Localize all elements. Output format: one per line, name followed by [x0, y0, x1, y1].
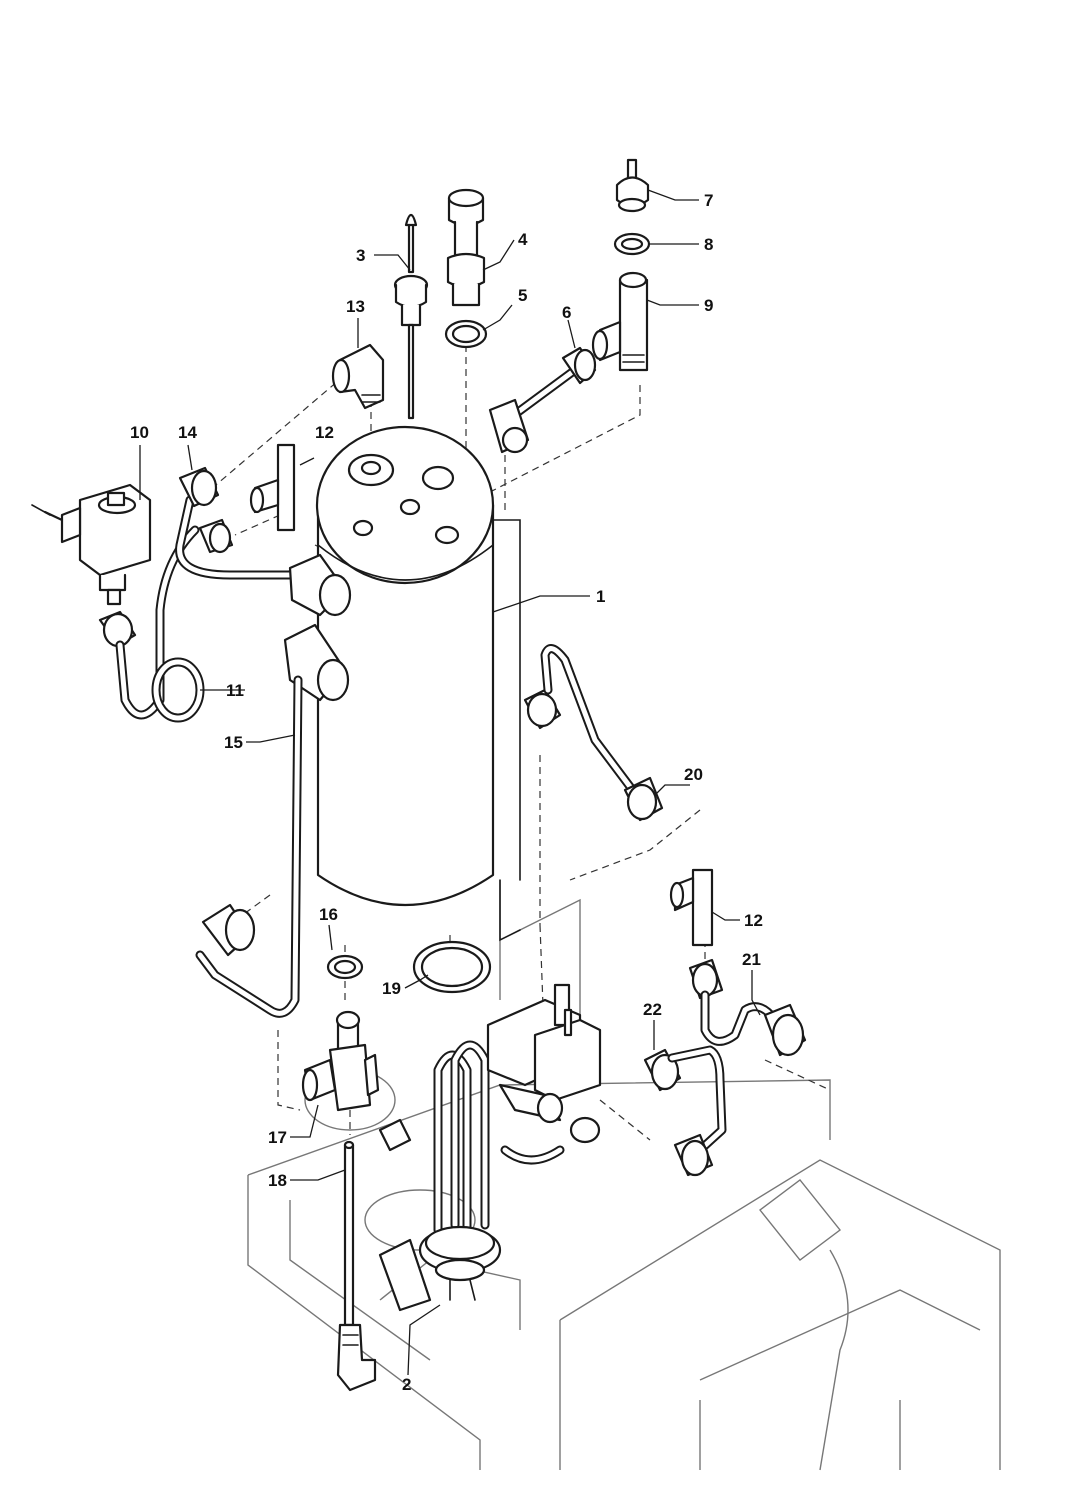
boiler-tank [315, 425, 521, 942]
label-9: 9 [704, 296, 713, 315]
cap-7 [615, 158, 650, 213]
tee-fitting-17 [301, 1010, 380, 1112]
label-20: 20 [684, 765, 703, 784]
callout-labels: 1 2 3 4 5 6 7 8 9 10 11 12 12 13 14 15 1… [130, 191, 763, 1394]
label-10: 10 [130, 423, 149, 442]
label-18: 18 [268, 1171, 287, 1190]
safety-valve [446, 188, 486, 307]
label-22: 22 [643, 1000, 662, 1019]
label-15: 15 [224, 733, 243, 752]
label-8: 8 [704, 235, 713, 254]
label-11: 11 [226, 681, 244, 700]
pressure-switch [31, 483, 152, 606]
gasket-5 [444, 319, 488, 349]
rod-18 [336, 1140, 377, 1392]
label-5: 5 [518, 286, 527, 305]
callout-leaders [139, 189, 761, 1376]
label-3: 3 [356, 246, 365, 265]
label-21: 21 [742, 950, 761, 969]
label-7: 7 [704, 191, 713, 210]
pipe-20 [523, 644, 664, 822]
gasket-16 [326, 954, 364, 980]
heating-element [378, 1040, 502, 1312]
tee-fitting-12-upper [249, 443, 296, 532]
label-13: 13 [346, 297, 365, 316]
label-17: 17 [268, 1128, 287, 1147]
pipe-21 [688, 958, 807, 1057]
label-12-upper: 12 [315, 423, 334, 442]
gasket-8 [613, 232, 651, 256]
label-19: 19 [382, 979, 401, 998]
label-1: 1 [596, 587, 605, 606]
label-4: 4 [518, 230, 528, 249]
label-6: 6 [562, 303, 571, 322]
connector-pipe-6 [488, 346, 597, 454]
label-12-lower: 12 [744, 911, 763, 930]
tee-fitting-9 [591, 271, 649, 372]
tee-fitting-12-lower [669, 868, 714, 947]
label-2: 2 [402, 1375, 411, 1394]
label-16: 16 [319, 905, 338, 924]
gasket-19 [412, 940, 492, 994]
pipe-15 [195, 623, 350, 1018]
level-probe [393, 213, 429, 420]
pipe-22 [643, 1045, 727, 1177]
label-14: 14 [178, 423, 197, 442]
elbow-fitting-13 [331, 343, 385, 410]
pipe-14 [175, 466, 352, 617]
solenoid-valve-group [378, 983, 602, 1165]
